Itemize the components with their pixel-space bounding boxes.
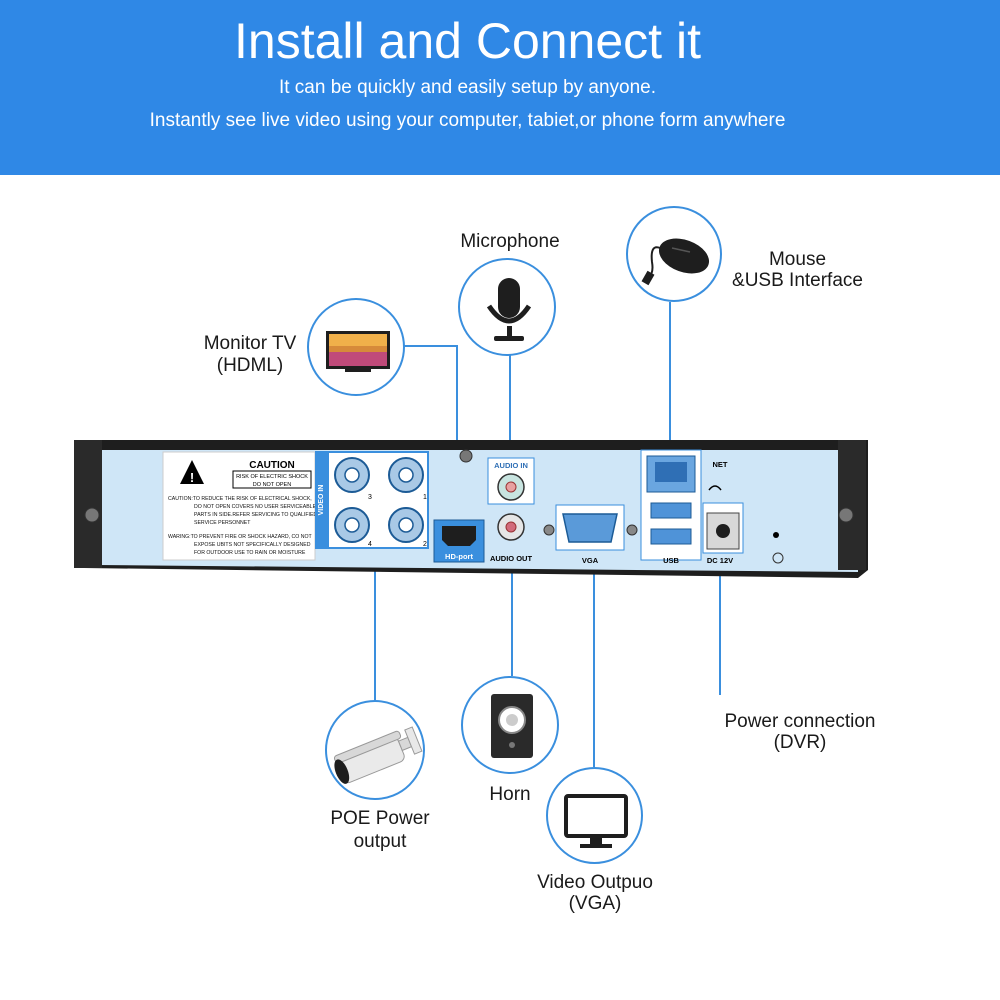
warning-box-line-2: DO NOT OPEN [253, 482, 291, 488]
hdmi-port-icon [442, 526, 476, 546]
video-output-label-2: (VGA) [520, 893, 670, 915]
power-label-2: (DVR) [715, 732, 885, 754]
camera-label-1: POE Power [310, 808, 450, 830]
screw-left-icon [85, 508, 99, 522]
audio-out-label: AUDIO OUT [490, 554, 533, 563]
dc-label: DC 12V [707, 556, 733, 565]
warning-text-4: SERVICE PERSONNET [194, 520, 251, 526]
mouse-label-1: Mouse [735, 249, 860, 271]
warning-text-7: FOR OUTDOOR USE TO RAIN OR MOISTURE [194, 550, 306, 556]
warning-text-5: WARING:TO PREVENT FIRE OR SHOCK HAZARD, … [168, 534, 313, 540]
microphone-icon [460, 260, 556, 356]
video-output-circle [546, 767, 643, 864]
mouse-label-2: &USB Interface [725, 270, 870, 292]
monitor-tv-label-1: Monitor TV [190, 333, 310, 355]
screw-top-icon [460, 450, 472, 462]
hd-port-label: HD-port [445, 552, 473, 561]
microphone-circle [458, 258, 556, 356]
horn-circle [461, 676, 559, 774]
microphone-label: Microphone [440, 231, 580, 253]
vga-port-icon [563, 514, 617, 542]
mouse-circle [626, 206, 722, 302]
warning-text-2: DO NOT OPEN COVERS NO USER SERVICEABLE [194, 504, 317, 510]
video-in-label: VIDEO IN [318, 485, 325, 516]
vga-label: VGA [582, 556, 599, 565]
power-label-1: Power connection [715, 711, 885, 733]
warning-text-3: PARTS IN SIDE.REFER SERVICING TO QUALIFI… [194, 512, 317, 518]
mouse-icon [628, 208, 722, 302]
net-label: NET [713, 460, 728, 469]
monitor-tv-label-2: (HDML) [190, 355, 310, 377]
audio-in-label: AUDIO IN [494, 461, 528, 470]
horn-label: Horn [470, 784, 550, 806]
usb-port-1 [651, 503, 691, 518]
svg-text:!: ! [190, 470, 194, 485]
reset-hole [773, 532, 779, 538]
usb-label: USB [663, 556, 679, 565]
caution-title: CAUTION [249, 460, 295, 471]
warning-text-6: EXPOSE UBITS NOT SPECIFICALLY DESIGNED [194, 542, 311, 548]
usb-port-2 [651, 529, 691, 544]
video-output-label-1: Video Outpuo [520, 872, 670, 894]
channel-2-label: 2 [423, 541, 427, 548]
warning-box-line-1: RISK OF ELECTRIC SHOCK [236, 474, 308, 480]
monitor-tv-icon [309, 300, 405, 396]
display-icon [548, 769, 643, 864]
screw-right-icon [839, 508, 853, 522]
monitor-tv-circle [307, 298, 405, 396]
warning-text-1: CAUTION:TO REDUCE THE RISK OF ELECTRICAL… [168, 496, 312, 502]
security-camera-icon [327, 702, 425, 800]
camera-label-2: output [310, 831, 450, 853]
channel-4-label: 4 [368, 541, 372, 548]
channel-3-label: 3 [368, 494, 372, 501]
speaker-icon [463, 678, 559, 774]
camera-circle [325, 700, 425, 800]
channel-1-label: 1 [423, 494, 427, 501]
